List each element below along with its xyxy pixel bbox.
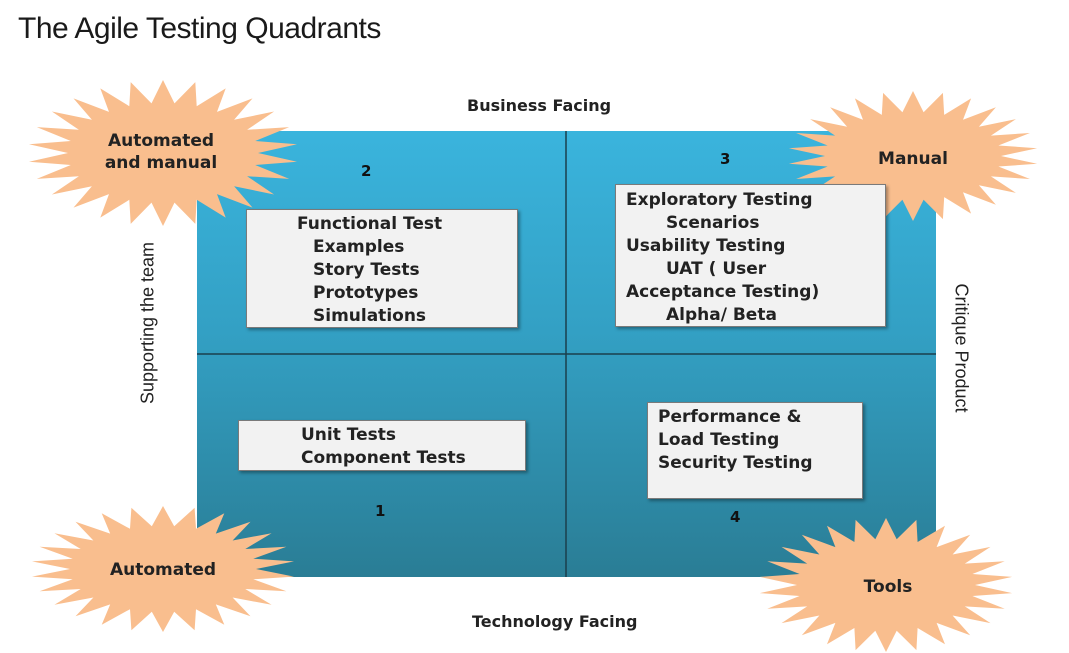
axis-label-supporting-the-team: Supporting the team [137,241,158,405]
quadrant-3-box: Exploratory Testing Scenarios Usability … [615,184,886,327]
burst-label-manual: Manual [878,149,948,169]
axis-label-technology-facing: Technology Facing [472,612,638,631]
page-title: The Agile Testing Quadrants [18,12,381,45]
quadrant-2-box: Functional Test Examples Story Tests Pro… [246,209,518,328]
quadrant-2-item: Examples [313,237,405,257]
quadrant-number-2: 2 [361,162,372,180]
quadrant-1-item: Component Tests [301,448,466,468]
quadrant-3-item: Acceptance Testing) [626,282,820,302]
quadrant-3-item: UAT ( User [666,259,767,279]
burst-shape-tools [759,518,1013,652]
burst-shape-automated [32,506,294,632]
quadrant-2-item: Simulations [313,306,427,326]
burst-label-automated: Automated [109,560,217,580]
burst-label-line: and manual [104,153,218,173]
burst-label-line: Automated [107,131,215,151]
burst-label-automated-and-manual: Automated and manual [95,130,227,174]
quadrant-number-3: 3 [720,150,731,168]
quadrant-1-box: Unit Tests Component Tests [238,420,526,471]
axis-label-business-facing: Business Facing [467,96,612,115]
burst-label-tools: Tools [863,577,913,597]
quadrant-2-item: Story Tests [313,260,420,280]
quadrant-2-item: Functional Test [297,214,443,234]
quadrant-2-item: Prototypes [313,283,419,303]
quadrant-3-item: Alpha/ Beta [666,305,777,325]
quadrant-number-1: 1 [375,502,386,520]
axis-label-critique-product: Critique Product [951,283,972,413]
quadrant-3-item: Scenarios [666,213,760,233]
burst-shape-automated-and-manual [29,80,297,226]
quadrant-3-item: Exploratory Testing [626,190,813,210]
quadrant-4-box: Performance & Load Testing Security Test… [647,402,863,499]
quadrant-1-item: Unit Tests [301,425,397,445]
quadrant-4-item: Security Testing [658,453,813,473]
quadrant-4-item: Performance & [658,407,802,427]
quadrant-4-item: Load Testing [658,430,780,450]
quadrant-number-4: 4 [730,508,741,526]
quadrant-3-item: Usability Testing [626,236,786,256]
